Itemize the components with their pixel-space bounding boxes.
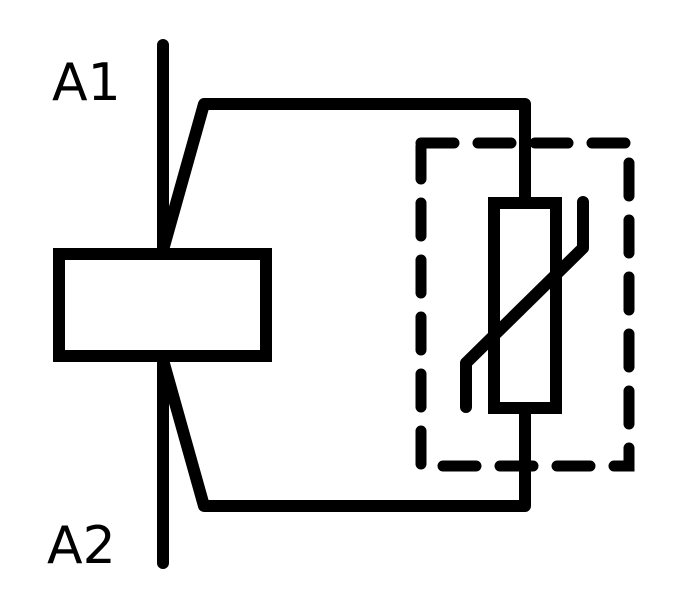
relay-coil: [53, 248, 272, 362]
varistor-body: [488, 197, 562, 414]
suppressor-module-boundary: [415, 137, 635, 472]
varistor-characteristic-line: [460, 196, 589, 413]
wire-branch-top: [157, 98, 531, 256]
terminal-label-a2: A2: [47, 516, 116, 576]
terminal-label-a1: A1: [52, 53, 121, 113]
wire-branch-bottom: [157, 354, 531, 512]
